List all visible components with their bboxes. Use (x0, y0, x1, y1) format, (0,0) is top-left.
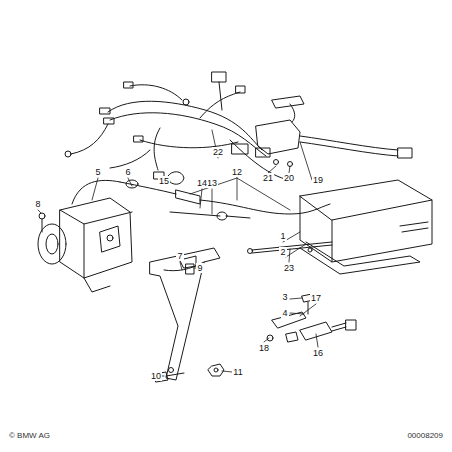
callout-number: 21 (262, 173, 274, 183)
drawing-number: 00008209 (406, 431, 444, 441)
callout-number: 19 (312, 175, 324, 185)
callout-number: 8 (34, 199, 41, 209)
callout-number: 17 (310, 293, 322, 303)
control-unit (300, 180, 432, 274)
callout-number: 10 (150, 371, 162, 381)
callout-number: 3 (281, 292, 288, 302)
copyright-note: © BMW AG (8, 431, 51, 441)
callout-number: 18 (258, 343, 270, 353)
screw (39, 213, 45, 232)
callout-number: 15 (158, 176, 170, 186)
actuator (38, 180, 132, 292)
grommet (168, 172, 184, 185)
control-switch (256, 96, 412, 167)
control-cable (120, 180, 330, 220)
callout-number: 12 (231, 167, 243, 177)
callout-number: 20 (283, 173, 295, 183)
callout-number: 6 (124, 167, 131, 177)
callout-number: 22 (212, 147, 224, 157)
callout-number: 23 (283, 263, 295, 273)
callout-number: 7 (176, 251, 183, 261)
callout-number: 11 (232, 367, 243, 377)
callout-number: 14 (196, 178, 208, 188)
callout-number: 1 (279, 231, 286, 241)
mounting-bracket (150, 248, 220, 380)
callout-number: 16 (312, 348, 324, 358)
brake-switch (267, 312, 356, 342)
nut (208, 364, 224, 376)
callout-number: 5 (94, 167, 101, 177)
cable-clip (186, 264, 194, 274)
callout-number: 2 (279, 247, 286, 257)
leader-lines (38, 130, 318, 376)
callout-number: 9 (196, 263, 203, 273)
callout-number: 4 (281, 308, 288, 318)
